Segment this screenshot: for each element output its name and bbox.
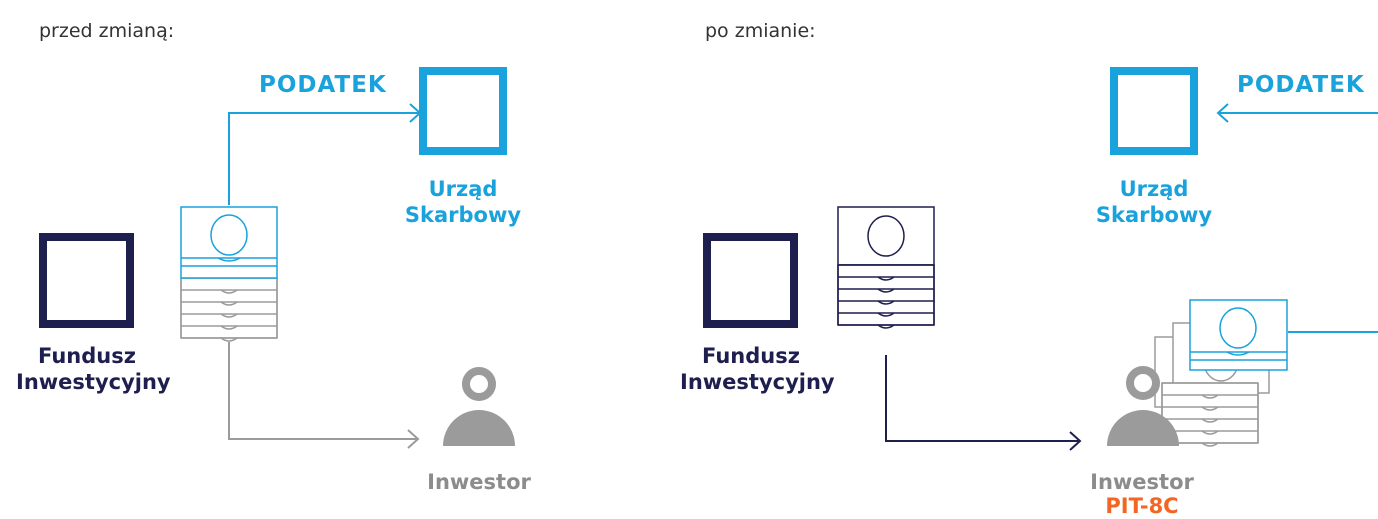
after-investor-arrow [885,355,1082,451]
after-investor-icon [1107,366,1179,446]
before-fund-line2: Inwestycyjny [16,370,171,394]
before-certificate-icon [180,206,278,279]
before-tax-office-label: Urząd Skarbowy [393,176,533,228]
after-tax-arrow [1216,103,1378,333]
after-tax-certificate-icon [1189,299,1288,371]
before-investor-arrow [228,342,420,449]
before-investor-icon [443,367,515,446]
after-fund-label: Fundusz Inwestycyjny [680,343,835,395]
after-fund-icon [703,233,798,328]
after-tax-office-line1: Urząd [1119,177,1189,201]
after-tax-office-icon [1110,67,1198,155]
after-investor-label: Inwestor [1090,470,1194,494]
before-tax-label: PODATEK [259,72,387,98]
after-caption: po zmianie: [705,20,816,42]
after-tax-label: PODATEK [1237,72,1365,98]
before-fund-label: Fundusz Inwestycyjny [16,343,171,395]
before-tax-office-line2: Skarbowy [404,203,522,227]
after-tax-office-line2: Skarbowy [1095,203,1213,227]
after-fund-line2: Inwestycyjny [680,370,835,394]
before-tax-arrow [228,103,422,205]
after-tax-office-label: Urząd Skarbowy [1084,176,1224,228]
before-tax-office-icon [419,67,507,155]
before-fund-line1: Fundusz [38,344,136,368]
before-caption: przed zmianą: [39,20,175,42]
before-tax-office-line1: Urząd [428,177,498,201]
before-certificate-stack [180,277,278,342]
before-investor-label: Inwestor [427,470,531,494]
after-fund-line1: Fundusz [702,344,800,368]
before-fund-icon [39,233,134,328]
after-form-label: PIT-8C [1105,494,1179,518]
after-fund-certificate-icon [837,206,935,329]
